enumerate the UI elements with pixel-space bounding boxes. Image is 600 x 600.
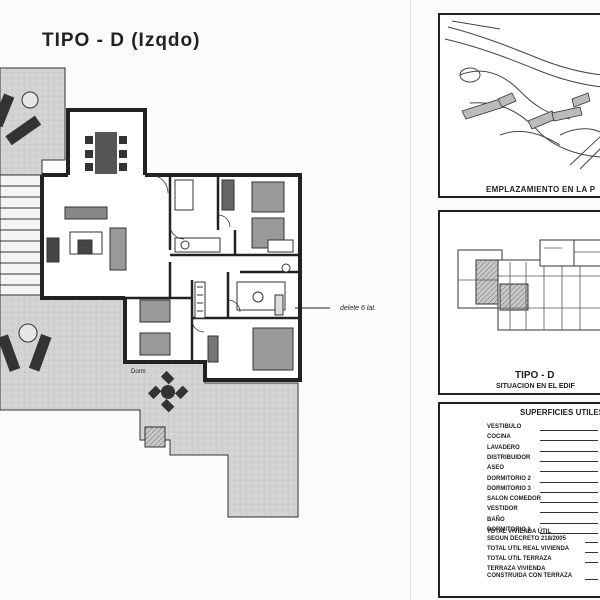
- plan-note: Dorm: [131, 369, 146, 375]
- surface-row-label: DORMITORIO 3: [487, 485, 531, 492]
- planter: [144, 426, 166, 448]
- page-frame-line: [410, 0, 411, 600]
- surface-row-line: [540, 522, 598, 524]
- surface-row-line: [540, 491, 598, 493]
- surface-total-line: [585, 579, 598, 580]
- site-location-label: EMPLAZAMIENTO EN LA P: [486, 185, 596, 194]
- surfaces-title: SUPERFICIES UTILES: [520, 408, 600, 417]
- site-location-panel: EMPLAZAMIENTO EN LA P: [438, 13, 600, 198]
- surfaces-panel: [438, 402, 600, 598]
- kitchen: [174, 179, 235, 253]
- walls: [40, 108, 302, 382]
- surface-row-line: [540, 481, 598, 483]
- surface-row-line: [540, 440, 598, 442]
- surface-row-label: COCINA: [487, 434, 511, 441]
- surface-row-line: [540, 460, 598, 462]
- surface-row-label: ASEO: [487, 465, 505, 472]
- door-swings: [149, 174, 241, 333]
- bathrooms: [236, 239, 294, 316]
- dining-table: [85, 132, 127, 174]
- surface-row-label: SALON COMEDOR: [487, 496, 541, 503]
- page-title: TIPO - D (Izqdo): [42, 30, 201, 51]
- partitions: [125, 175, 300, 360]
- stairs: [0, 174, 43, 296]
- surface-total-line: [585, 542, 598, 543]
- surface-row-label: VESTIBULO: [487, 424, 522, 430]
- surface-total-line: [585, 562, 598, 563]
- surface-row-label: VESTIDOR: [487, 506, 518, 513]
- surface-total-label: SEGUN DECRETO 218/2005: [487, 536, 566, 542]
- surface-row-label: DORMITORIO 2: [487, 475, 531, 482]
- surface-row-line: [540, 450, 598, 452]
- surface-row-line: [540, 512, 598, 514]
- living-furniture: [46, 206, 127, 271]
- building-floorplan-mini: [457, 239, 600, 331]
- handwritten-note: delete 6 lat.: [340, 305, 376, 312]
- surface-row-line: [540, 471, 598, 473]
- surface-row-line: [540, 430, 598, 431]
- bedrooms: [139, 181, 294, 371]
- surface-row-label: DORMITORIO 1: [487, 527, 531, 533]
- surface-total-label: TERRAZA VIVIENDA: [487, 566, 546, 572]
- patio-table: [147, 370, 189, 413]
- surface-total-label: TOTAL UTIL TERRAZA: [487, 556, 552, 562]
- surface-total-line: [585, 552, 598, 553]
- sun-loungers: [0, 91, 52, 372]
- surface-row-label: LAVADERO: [487, 444, 520, 451]
- surface-total-label: TOTAL VIVIENDA ÚTIL: [487, 529, 552, 535]
- building-situation-label: SITUACION EN EL EDIF: [496, 383, 575, 390]
- surface-row-label: BAÑO: [487, 516, 505, 523]
- surface-total-label: CONSTRUIDA CON TERRAZA: [487, 573, 573, 579]
- tipo-label: TIPO - D: [515, 370, 555, 381]
- surface-total-label: TOTAL UTIL REAL VIVIENDA: [487, 546, 570, 552]
- surface-row-line: [540, 533, 598, 534]
- surface-row-label: DISTRIBUIDOR: [487, 454, 531, 461]
- surface-row-line: [540, 502, 598, 504]
- building-situation-panel: TIPO - D SITUACION EN EL EDIF: [438, 210, 600, 395]
- site-map: [444, 20, 600, 170]
